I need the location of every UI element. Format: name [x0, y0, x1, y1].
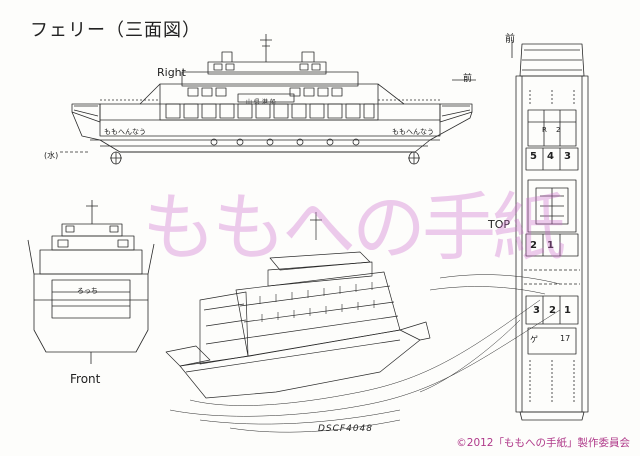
front-ramp-mark: ろっち — [77, 287, 98, 295]
bridge-plate: 山 県 港 船 — [246, 99, 276, 106]
deck-mark: 17 — [560, 334, 571, 343]
deck-number: 2 — [530, 240, 537, 251]
drawing-title: フェリー（三面図） — [30, 20, 201, 41]
deck-number: 3 — [564, 151, 571, 162]
hull-name-stern: ももへんなう — [104, 128, 146, 136]
deck-mark: 2 — [556, 126, 561, 134]
deck-number: 2 — [549, 305, 556, 316]
deck-number: 5 — [530, 151, 537, 162]
bow-direction-label: 前 — [463, 74, 473, 84]
hull-name-bow: ももへんなう — [392, 128, 434, 136]
copyright-notice: ©2012「ももへの手紙」製作委員会 — [456, 437, 630, 449]
deck-number: 3 — [533, 305, 540, 316]
deck-mark: ゲ — [530, 335, 538, 344]
waterline-label: (水) — [44, 151, 59, 160]
top-view-label: TOP — [488, 218, 511, 231]
deck-number: 1 — [564, 305, 571, 316]
right-view-label: Right — [157, 66, 186, 79]
front-view-label: Front — [70, 372, 101, 386]
deck-mark: R — [542, 126, 547, 134]
top-bow-label: 前 — [505, 34, 515, 45]
deck-number: 1 — [547, 240, 554, 251]
deck-number: 4 — [547, 151, 554, 162]
